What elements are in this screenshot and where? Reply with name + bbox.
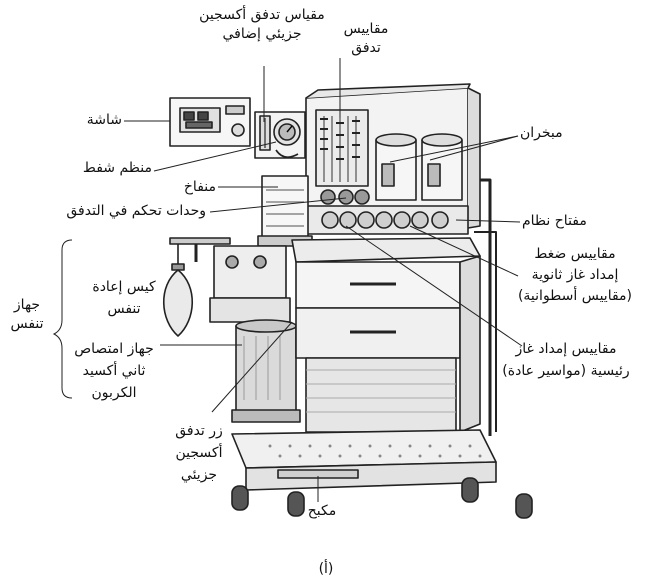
brake-label: مكبح bbox=[294, 502, 350, 521]
vaporizer-right bbox=[422, 134, 462, 200]
display-label: شاشة bbox=[60, 111, 122, 130]
vaporizers-label: مبخران bbox=[520, 124, 610, 143]
flow-controls-label: وحدات تحكم في التدفق bbox=[8, 202, 206, 221]
co2-absorber bbox=[232, 320, 300, 422]
rebreathing-bag bbox=[164, 244, 193, 336]
o2-flush-label: زر تدفق أكسجين جزيئي bbox=[162, 420, 236, 486]
system-switch-label: مفتاح نظام bbox=[522, 212, 632, 231]
vaporizer-left bbox=[376, 134, 416, 200]
breathing-system-label: جهاز تنفس bbox=[2, 296, 52, 334]
pressure-regulator-label: منظم شفط bbox=[58, 159, 152, 178]
aux-o2-flowmeter-label: مقياس تدفق أكسجين جزيئي إضافي bbox=[182, 6, 342, 44]
aux-flowmeter-unit bbox=[255, 112, 305, 158]
bellows-label: منفاخ bbox=[130, 178, 216, 197]
flowmeters-label: مقاييس تدفق bbox=[326, 20, 406, 58]
cabinet-body bbox=[292, 238, 480, 432]
secondary-gauges-label: مقاييس ضغط إمداد غاز ثانوية (مقاييس أسطو… bbox=[500, 244, 650, 307]
display-monitor bbox=[170, 98, 250, 146]
co2-absorber-label: جهاز امتصاص ثاني أكسيد الكربون bbox=[62, 338, 166, 404]
rebreathing-bag-label: كيس إعادة تنفس bbox=[84, 276, 164, 320]
cabinet-tower bbox=[306, 84, 480, 234]
figure-caption: (أ) bbox=[306, 560, 346, 579]
primary-gauges-label: مقاييس إمداد غاز رئيسية (مواسير عادة) bbox=[482, 338, 650, 382]
base-frame bbox=[232, 430, 496, 490]
